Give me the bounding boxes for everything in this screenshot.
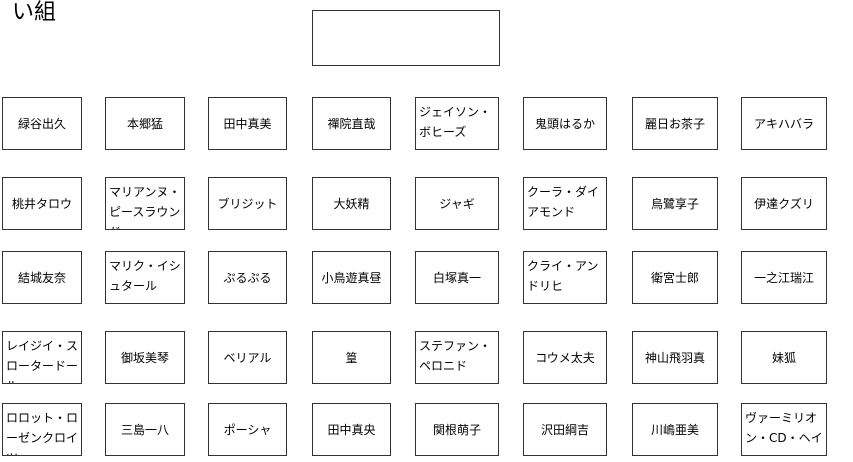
grid-cell-label: 関根萌子	[432, 422, 481, 437]
grid-cell-label: 沢田綱吉	[540, 422, 589, 437]
grid-cell-label: ステファン・ペロニド	[419, 339, 492, 373]
grid-cell-label: 篁	[345, 350, 358, 365]
grid-cell-label: 川嶋亜美	[650, 422, 699, 437]
grid-cell[interactable]: 麗日お茶子	[632, 97, 718, 150]
grid-cell[interactable]: クーラ・ダイアモンド	[523, 177, 607, 230]
grid-cell[interactable]: ぷるぷる	[208, 251, 287, 304]
grid-cell[interactable]: 田中真美	[208, 97, 287, 150]
grid-cell[interactable]: マリク・イシュタール	[105, 251, 185, 304]
grid-cell-label: 麗日お茶子	[644, 116, 705, 131]
grid-cell-label: ジャギ	[439, 196, 475, 211]
grid-cell-label: 三島一八	[120, 422, 169, 437]
grid-cell[interactable]: マリアンヌ・ピースラウンド	[105, 177, 185, 230]
grid-cell[interactable]: 結城友奈	[2, 251, 82, 304]
grid-cell[interactable]: 三島一八	[105, 403, 185, 456]
grid-cell[interactable]: ヴァーミリオン・CD・ヘイ	[741, 403, 827, 456]
grid-cell-label: 御坂美琴	[120, 350, 169, 365]
grid-cell[interactable]: ブリジット	[208, 177, 287, 230]
group-title: い組	[12, 0, 57, 25]
grid-cell-label: 伊達クズリ	[754, 196, 814, 211]
grid-cell[interactable]: 川嶋亜美	[632, 403, 718, 456]
grid-cell[interactable]: コウメ太夫	[523, 331, 607, 384]
header-empty-box	[312, 10, 500, 66]
grid-cell-label: 白塚真一	[432, 270, 481, 285]
grid-cell-label: 烏鷺享子	[650, 196, 699, 211]
grid-cell-label: 田中真央	[327, 422, 376, 437]
grid-cell-label: ロロット・ローゼンクロイツ	[6, 411, 79, 455]
grid-cell[interactable]: ジェイソン・ボヒーズ	[415, 97, 499, 150]
grid-cell[interactable]: 妹狐	[741, 331, 827, 384]
grid-cell[interactable]: 沢田綱吉	[523, 403, 607, 456]
grid-cell[interactable]: ベリアル	[208, 331, 287, 384]
grid-cell[interactable]: 神山飛羽真	[632, 331, 718, 384]
grid-cell[interactable]: ポーシャ	[208, 403, 287, 456]
grid-cell-label: 一之江瑞江	[753, 270, 814, 285]
grid-cell-label: クーラ・ダイアモンド	[527, 185, 600, 219]
grid-cell[interactable]: 大妖精	[312, 177, 391, 230]
grid-cell[interactable]: 一之江瑞江	[741, 251, 827, 304]
grid-cell[interactable]: クライ・アンドリヒ	[523, 251, 607, 304]
grid-cell-label: ブリジット	[217, 196, 278, 211]
grid-cell-label: 結城友奈	[17, 270, 66, 285]
grid-cell[interactable]: ジャギ	[415, 177, 499, 230]
grid-cell-label: マリアンヌ・ピースラウンド	[109, 185, 181, 229]
grid-cell-label: 緑谷出久	[17, 116, 66, 131]
grid-cell[interactable]: アキハバラ	[741, 97, 827, 150]
grid-cell[interactable]: レイジイ・スロータードール	[2, 331, 82, 384]
grid-cell[interactable]: 篁	[312, 331, 391, 384]
grid-cell-label: クライ・アンドリヒ	[527, 259, 599, 293]
grid-cell-label: マリク・イシュタール	[109, 259, 181, 293]
grid-cell[interactable]: 禪院直哉	[312, 97, 391, 150]
grid-cell[interactable]: 伊達クズリ	[741, 177, 827, 230]
grid-cell-label: アキハバラ	[753, 116, 814, 131]
grid-cell[interactable]: 桃井タロウ	[2, 177, 82, 230]
grid-cell[interactable]: 鬼頭はるか	[523, 97, 607, 150]
grid-cell-label: 妹狐	[771, 350, 796, 365]
grid-cell-label: 神山飛羽真	[644, 350, 705, 365]
grid-cell-label: ベリアル	[223, 350, 272, 365]
grid-cell[interactable]: ロロット・ローゼンクロイツ	[2, 403, 82, 456]
grid-cell-label: ポーシャ	[223, 422, 272, 437]
grid-cell[interactable]: 御坂美琴	[105, 331, 185, 384]
grid-cell-label: 田中真美	[223, 116, 272, 131]
grid-cell-label: 本郷猛	[126, 116, 163, 131]
grid-cell[interactable]: 緑谷出久	[2, 97, 82, 150]
grid-cell-label: 禪院直哉	[327, 116, 376, 131]
grid-cell-label: ヴァーミリオン・CD・ヘイ	[745, 411, 823, 445]
grid-cell[interactable]: 田中真央	[312, 403, 391, 456]
grid-cell[interactable]: 烏鷺享子	[632, 177, 718, 230]
grid-cell[interactable]: 白塚真一	[415, 251, 499, 304]
grid-cell[interactable]: 本郷猛	[105, 97, 185, 150]
grid-cell[interactable]: 小鳥遊真昼	[312, 251, 391, 304]
grid-cell-label: レイジイ・スロータードール	[6, 339, 79, 383]
grid-cell-label: 衛宮士郎	[650, 270, 699, 285]
grid-cell-label: 鬼頭はるか	[534, 116, 595, 131]
grid-cell[interactable]: 関根萌子	[415, 403, 499, 456]
grid-cell-label: ぷるぷる	[223, 270, 272, 285]
grid-cell-label: 小鳥遊真昼	[321, 270, 382, 285]
grid-cell-label: コウメ太夫	[535, 350, 595, 365]
grid-cell[interactable]: ステファン・ペロニド	[415, 331, 499, 384]
grid-cell-label: ジェイソン・ボヒーズ	[419, 105, 492, 139]
grid-cell-label: 大妖精	[333, 196, 370, 211]
grid-cell-label: 桃井タロウ	[11, 196, 72, 211]
grid-cell[interactable]: 衛宮士郎	[632, 251, 718, 304]
